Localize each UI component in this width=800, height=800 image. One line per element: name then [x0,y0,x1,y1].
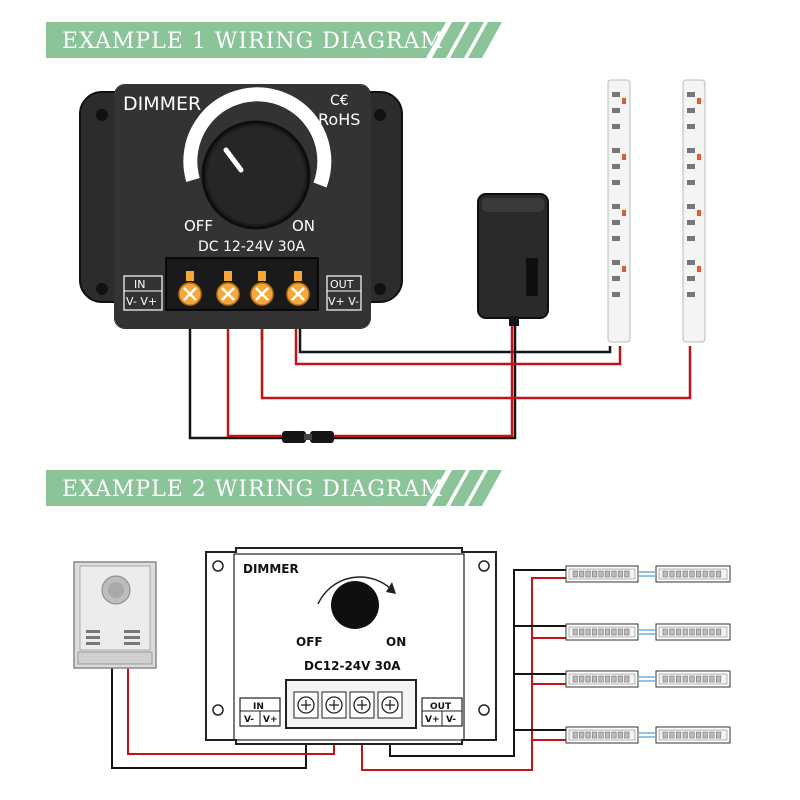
led-strip-icon [607,79,631,343]
dimmer2-out-label: OUT [430,702,452,712]
example2-dimmer: DIMMER OFF ON DC12-24V 30A [205,547,497,745]
led-strip-icon [565,670,639,688]
example2-banner: EXAMPLE 2 WIRING DIAGRAM [46,470,502,506]
dimmer2-off-label: OFF [296,635,323,649]
dimmer2-in-label: IN [253,702,264,712]
knob-indicator [223,147,244,173]
dimmer1-out-pins: V+ V- [328,295,359,308]
led-strip-icon [655,726,731,744]
ce-mark-icon: C€ [330,93,349,109]
strip-connector [638,676,656,682]
led-strip-icon [655,670,731,688]
dimmer1-off-label: OFF [184,217,213,235]
knob-arc [183,87,332,188]
led-strip-icon [565,726,639,744]
example1-banner: EXAMPLE 1 WIRING DIAGRAM [46,22,502,58]
dimmer1-out-label: OUT [330,278,354,291]
dimmer2-out-pin-neg: V- [446,715,456,725]
rohs-mark: RoHS [318,110,360,129]
dimmer2-in-pin-pos: V+ [263,715,278,725]
dimmer2-out-pin-pos: V+ [425,715,440,725]
wire-connector [282,431,334,443]
rotate-arrow-icon [317,576,393,605]
terminal-screws [178,271,310,306]
dimmer1-on-label: ON [292,217,315,235]
power-adapter-icon [477,193,549,326]
example1-wires [188,300,692,440]
dimmer2-name: DIMMER [243,562,299,576]
dimmer1-name: DIMMER [123,93,201,115]
dimmer2-in-pin-neg: V- [244,715,254,725]
power-supply-icon [73,561,157,669]
strip-connector [638,571,656,577]
example1-dimmer: DIMMER C€ RoHS OFF ON DC 12-24V 30A [79,84,403,329]
terminal-screws [293,691,403,719]
led-strip-rows [565,565,731,744]
led-strip-icon [655,623,731,641]
example2-title: EXAMPLE 2 WIRING DIAGRAM [62,477,444,502]
dimmer2-knob [331,581,379,629]
led-strip-icon [655,565,731,583]
dimmer2-rating: DC12-24V 30A [304,659,401,673]
strip-connector [638,732,656,738]
dimmer1-in-pins: V- V+ [126,295,157,308]
dimmer1-rating: DC 12-24V 30A [198,239,306,255]
led-strip-icon [565,565,639,583]
example1-title: EXAMPLE 1 WIRING DIAGRAM [62,29,444,54]
dimmer2-on-label: ON [386,635,406,649]
strip-connector [638,629,656,635]
led-strip-icon [565,623,639,641]
dimmer1-in-label: IN [134,278,145,291]
led-strip-icon [682,79,706,343]
